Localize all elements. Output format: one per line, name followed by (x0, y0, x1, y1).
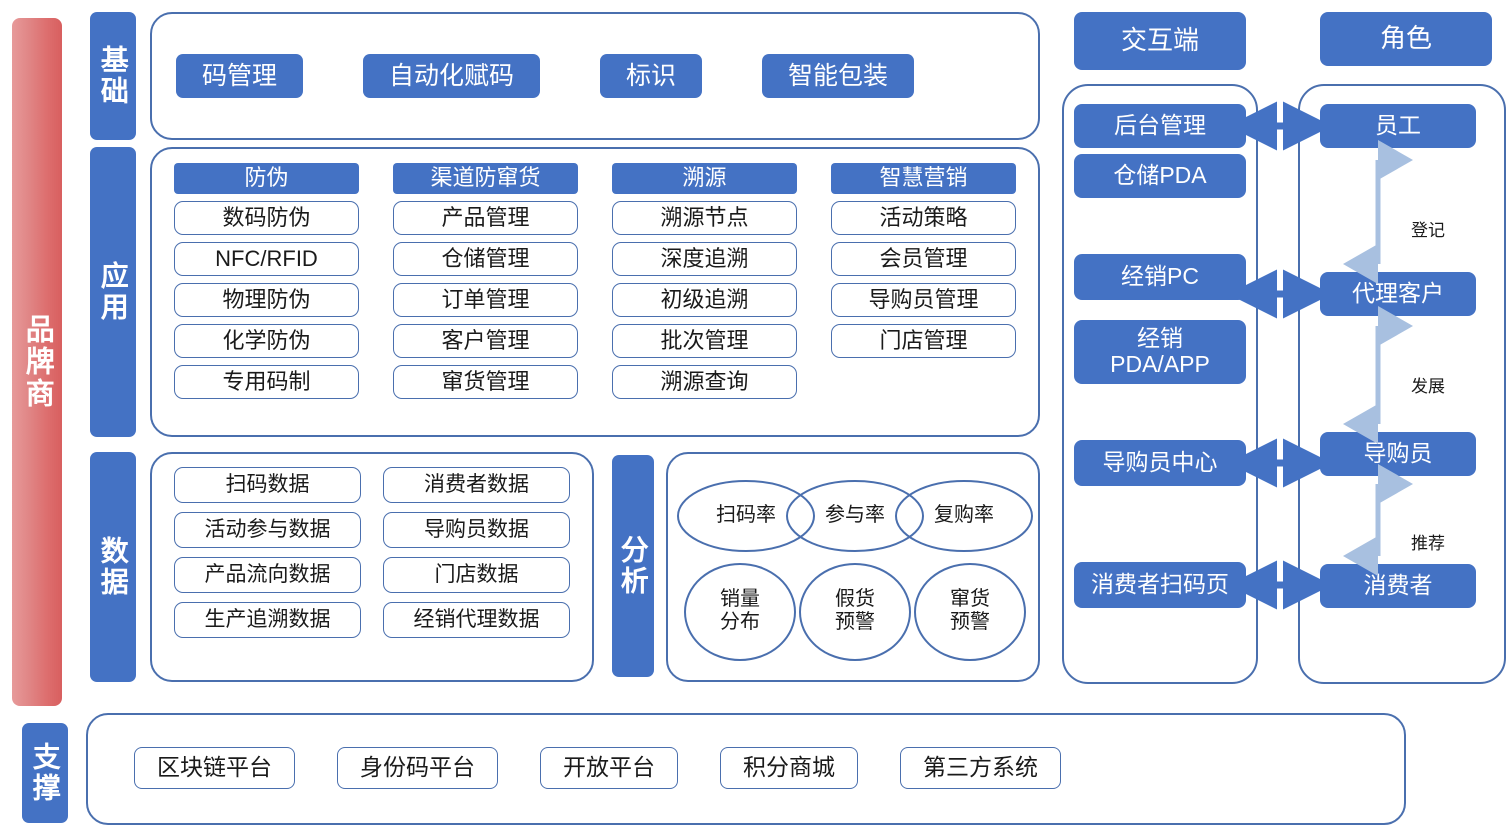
app-item[interactable]: 产品管理 (393, 201, 578, 235)
app-item[interactable]: 窜货管理 (393, 365, 578, 399)
roles-header[interactable]: 角色 (1320, 12, 1492, 66)
data-item[interactable]: 经销代理数据 (383, 602, 570, 638)
app-item[interactable]: 数码防伪 (174, 201, 359, 235)
app-item[interactable]: 订单管理 (393, 283, 578, 317)
terminal-item-promoter-center[interactable]: 导购员中心 (1074, 440, 1246, 486)
tier-label-basic-text: 基础 (97, 45, 129, 107)
data-item[interactable]: 消费者数据 (383, 467, 570, 503)
analysis-ellipse-top-2 (786, 480, 924, 552)
app-item[interactable]: 专用码制 (174, 365, 359, 399)
basic-item[interactable]: 码管理 (176, 54, 304, 98)
app-item[interactable]: 深度追溯 (612, 242, 797, 276)
application-columns: 防伪 数码防伪 NFC/RFID 物理防伪 化学防伪 专用码制 渠道防窜货 产品… (174, 163, 1016, 399)
brand-owner-bar: 品牌商 (12, 18, 62, 706)
tier-label-analysis-text: 分析 (617, 535, 649, 597)
analysis-metric-label: 假货 预警 (835, 588, 875, 633)
tier-label-support-text: 支撑 (29, 742, 61, 804)
tier-label-analysis: 分析 (612, 455, 654, 677)
analysis-tier-panel: 扫码率 参与率 复购率 销量 分布 假货 预警 窜货 预警 (666, 452, 1040, 682)
analysis-metric-label: 参与率 (825, 504, 885, 526)
basic-item-row: 码管理 自动化赋码 标识 智能包装 (176, 54, 1014, 98)
analysis-ellipse-bottom-3 (914, 563, 1026, 661)
analysis-ellipse-group (677, 480, 1033, 661)
data-item[interactable]: 产品流向数据 (174, 557, 361, 593)
app-item[interactable]: 门店管理 (831, 324, 1016, 358)
app-item[interactable]: NFC/RFID (174, 242, 359, 276)
support-tier-panel: 区块链平台 身份码平台 开放平台 积分商城 第三方系统 (86, 713, 1406, 825)
basic-item[interactable]: 智能包装 (762, 54, 915, 98)
analysis-metric-label: 复购率 (934, 504, 994, 526)
analysis-ellipse-bottom-2 (799, 563, 911, 661)
support-item[interactable]: 身份码平台 (337, 747, 498, 789)
tier-label-data: 数据 (90, 452, 136, 682)
support-item[interactable]: 开放平台 (540, 747, 678, 789)
support-item[interactable]: 第三方系统 (900, 747, 1061, 789)
data-item-grid: 扫码数据 消费者数据 活动参与数据 导购员数据 产品流向数据 门店数据 生产追溯… (174, 467, 570, 638)
data-item[interactable]: 扫码数据 (174, 467, 361, 503)
app-item[interactable]: 溯源查询 (612, 365, 797, 399)
analysis-metric-label: 销量 分布 (720, 588, 760, 633)
tier-label-data-text: 数据 (97, 536, 129, 598)
data-item[interactable]: 导购员数据 (383, 512, 570, 548)
analysis-metric-label: 扫码率 (716, 504, 776, 526)
app-column-header[interactable]: 渠道防窜货 (393, 163, 578, 194)
application-tier-panel: 防伪 数码防伪 NFC/RFID 物理防伪 化学防伪 专用码制 渠道防窜货 产品… (150, 147, 1040, 437)
terminal-item-admin[interactable]: 后台管理 (1074, 104, 1246, 148)
app-column-header[interactable]: 防伪 (174, 163, 359, 194)
tier-label-application: 应用 (90, 147, 136, 437)
analysis-ellipse-top-1 (677, 480, 815, 552)
terminal-item-dealer-pc[interactable]: 经销PC (1074, 254, 1246, 300)
basic-tier-panel: 码管理 自动化赋码 标识 智能包装 (150, 12, 1040, 140)
analysis-metric-label: 窜货 预警 (950, 588, 990, 633)
app-item[interactable]: 导购员管理 (831, 283, 1016, 317)
analysis-ellipse-top-3 (895, 480, 1033, 552)
app-column-channel: 渠道防窜货 产品管理 仓储管理 订单管理 客户管理 窜货管理 (393, 163, 578, 399)
terminal-item-warehouse-pda[interactable]: 仓储PDA (1074, 154, 1246, 198)
analysis-ellipse-bottom-1 (684, 563, 796, 661)
app-item[interactable]: 仓储管理 (393, 242, 578, 276)
data-tier-panel: 扫码数据 消费者数据 活动参与数据 导购员数据 产品流向数据 门店数据 生产追溯… (150, 452, 594, 682)
terminal-item-consumer-scan-page[interactable]: 消费者扫码页 (1074, 562, 1246, 608)
basic-item[interactable]: 标识 (600, 54, 703, 98)
role-relation-label-develop: 发展 (1411, 377, 1445, 396)
terminals-header[interactable]: 交互端 (1074, 12, 1246, 70)
role-relation-label-register: 登记 (1411, 221, 1445, 240)
brand-owner-label: 品牌商 (21, 314, 54, 410)
data-item[interactable]: 生产追溯数据 (174, 602, 361, 638)
app-column-header[interactable]: 溯源 (612, 163, 797, 194)
app-column-header[interactable]: 智慧营销 (831, 163, 1016, 194)
basic-item[interactable]: 自动化赋码 (363, 54, 541, 98)
app-item[interactable]: 活动策略 (831, 201, 1016, 235)
app-column-traceability: 溯源 溯源节点 深度追溯 初级追溯 批次管理 溯源查询 (612, 163, 797, 399)
support-item[interactable]: 积分商城 (720, 747, 858, 789)
app-item[interactable]: 初级追溯 (612, 283, 797, 317)
app-item[interactable]: 物理防伪 (174, 283, 359, 317)
app-item[interactable]: 批次管理 (612, 324, 797, 358)
app-column-antifake: 防伪 数码防伪 NFC/RFID 物理防伪 化学防伪 专用码制 (174, 163, 359, 399)
app-column-marketing: 智慧营销 活动策略 会员管理 导购员管理 门店管理 (831, 163, 1016, 399)
terminal-item-dealer-pda-app[interactable]: 经销 PDA/APP (1074, 320, 1246, 384)
app-item[interactable]: 化学防伪 (174, 324, 359, 358)
tier-label-support: 支撑 (22, 723, 68, 823)
tier-label-application-text: 应用 (97, 261, 129, 323)
data-item[interactable]: 活动参与数据 (174, 512, 361, 548)
data-item[interactable]: 门店数据 (383, 557, 570, 593)
app-item[interactable]: 溯源节点 (612, 201, 797, 235)
terminal-role-connectors (1228, 101, 1332, 610)
app-item[interactable]: 客户管理 (393, 324, 578, 358)
app-item[interactable]: 会员管理 (831, 242, 1016, 276)
support-item[interactable]: 区块链平台 (134, 747, 295, 789)
tier-label-basic: 基础 (90, 12, 136, 140)
support-item-row: 区块链平台 身份码平台 开放平台 积分商城 第三方系统 (134, 747, 1061, 789)
role-relation-label-recommend: 推荐 (1411, 534, 1445, 553)
role-relation-arrows (1343, 140, 1413, 576)
